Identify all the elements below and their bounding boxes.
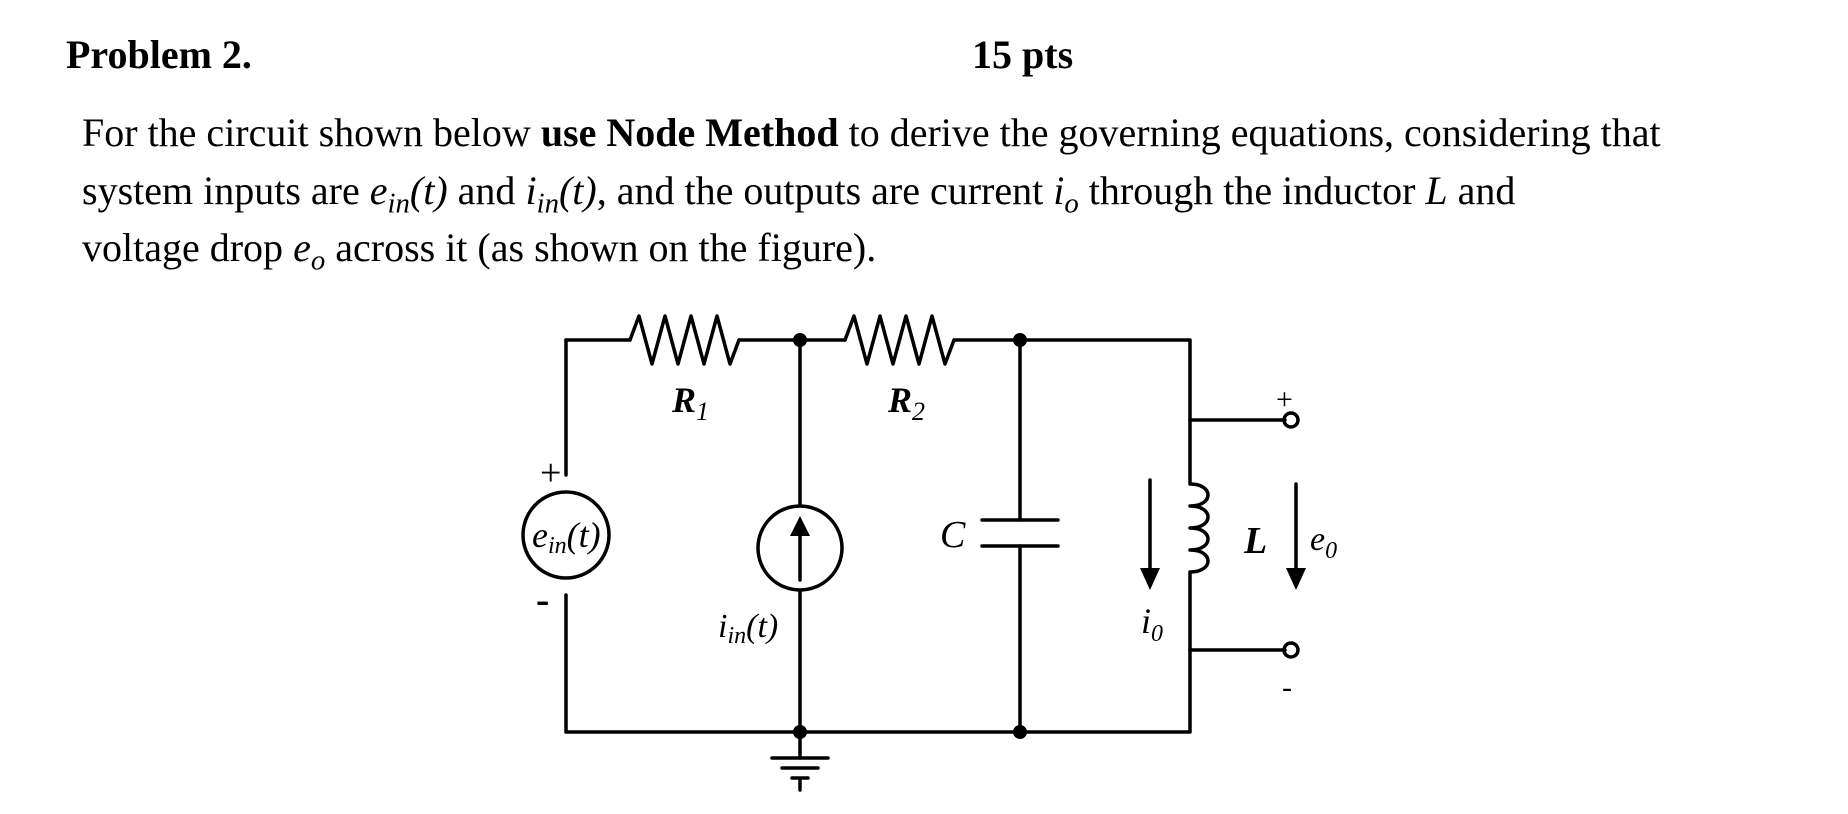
eo-arrowhead-icon bbox=[1286, 568, 1306, 590]
current-source-label: iin(t) bbox=[718, 608, 778, 649]
eo-subscript: 0 bbox=[1325, 538, 1337, 564]
ground-symbol bbox=[770, 756, 830, 792]
statement-text: voltage drop bbox=[82, 225, 294, 270]
voltage-source-argument: (t) bbox=[567, 515, 601, 555]
voltage-source bbox=[521, 490, 611, 580]
statement-text: system inputs are bbox=[82, 167, 370, 213]
io-symbol: i bbox=[1141, 601, 1151, 641]
io-arrowhead-icon bbox=[1140, 568, 1160, 590]
math-e-in: ein(t) bbox=[369, 167, 448, 218]
output-terminal-plus bbox=[1282, 411, 1300, 429]
math-symbol: e bbox=[369, 167, 388, 213]
current-source-arrowhead-icon bbox=[790, 516, 810, 536]
resistor-r2-label: R2 bbox=[887, 380, 925, 426]
statement-text: and bbox=[447, 167, 526, 213]
statement-text: across it (as shown on the figure). bbox=[325, 225, 877, 270]
voltage-source-subscript: in bbox=[548, 533, 567, 559]
current-source-symbol: i bbox=[718, 608, 727, 645]
wire-left-bottom bbox=[564, 593, 1192, 734]
math-symbol: i bbox=[525, 167, 537, 213]
math-l: L bbox=[1425, 167, 1448, 213]
capacitor-label: C bbox=[940, 514, 966, 556]
io-subscript: 0 bbox=[1151, 621, 1163, 647]
current-source bbox=[756, 504, 844, 592]
current-source-argument: (t) bbox=[746, 608, 778, 645]
r2-subscript: 2 bbox=[912, 397, 925, 426]
output-terminal-minus bbox=[1282, 641, 1300, 659]
resistor-r2 bbox=[843, 314, 956, 366]
current-source-subscript: in bbox=[727, 623, 746, 649]
statement-text: and bbox=[1447, 167, 1516, 213]
resistor-r1-label: R1 bbox=[671, 380, 709, 426]
capacitor-c bbox=[980, 518, 1060, 548]
problem-title: Problem 2. bbox=[66, 32, 252, 77]
math-i-in: iin(t) bbox=[525, 167, 597, 218]
r2-symbol: R bbox=[887, 380, 912, 420]
eo-symbol: e bbox=[1310, 521, 1325, 558]
statement-line-3: voltage drop eo across it (as shown on t… bbox=[82, 219, 1842, 277]
resistor-r1 bbox=[628, 314, 741, 366]
math-argument: (t) bbox=[558, 167, 597, 213]
math-e-o: eo bbox=[293, 225, 325, 275]
math-symbol: i bbox=[1053, 167, 1065, 213]
math-i-o: io bbox=[1053, 167, 1079, 218]
math-subscript: in bbox=[536, 187, 559, 220]
io-label: i0 bbox=[1141, 601, 1163, 647]
statement-line-2: system inputs are ein(t) and iin(t), and… bbox=[82, 162, 1842, 220]
problem-points: 15 pts bbox=[972, 32, 1074, 77]
statement-text: through the inductor bbox=[1078, 167, 1426, 213]
math-symbol: e bbox=[293, 225, 311, 270]
statement-text: to derive the governing equations, consi… bbox=[838, 110, 1661, 155]
r1-symbol: R bbox=[671, 380, 696, 420]
junction-node bbox=[793, 725, 807, 739]
output-minus-sign: - bbox=[1282, 671, 1292, 704]
voltage-source-plus-sign: + bbox=[540, 452, 561, 494]
statement-text: For the circuit shown below bbox=[82, 110, 541, 155]
inductor-l bbox=[1188, 418, 1210, 652]
statement-text: , and the outputs are current bbox=[596, 167, 1054, 213]
voltage-source-minus-sign: - bbox=[536, 577, 549, 622]
eo-label: e0 bbox=[1310, 521, 1337, 564]
voltage-source-label: ein(t) bbox=[532, 515, 601, 559]
r1-subscript: 1 bbox=[696, 397, 709, 426]
junction-node bbox=[1013, 333, 1027, 347]
math-subscript: o bbox=[310, 244, 326, 277]
junction-node bbox=[793, 333, 807, 347]
statement-emphasis: use Node Method bbox=[540, 110, 839, 155]
statement-line-1: For the circuit shown below use Node Met… bbox=[82, 104, 1842, 162]
voltage-source-symbol: e bbox=[532, 515, 548, 555]
problem-statement: For the circuit shown below use Node Met… bbox=[82, 104, 1842, 277]
inductor-label: L bbox=[1243, 520, 1267, 562]
math-subscript: in bbox=[387, 187, 410, 220]
junction-node bbox=[1013, 725, 1027, 739]
output-plus-sign: + bbox=[1276, 383, 1293, 416]
math-argument: (t) bbox=[409, 167, 448, 213]
wire-top-right bbox=[1018, 338, 1192, 422]
math-subscript: o bbox=[1064, 187, 1079, 220]
